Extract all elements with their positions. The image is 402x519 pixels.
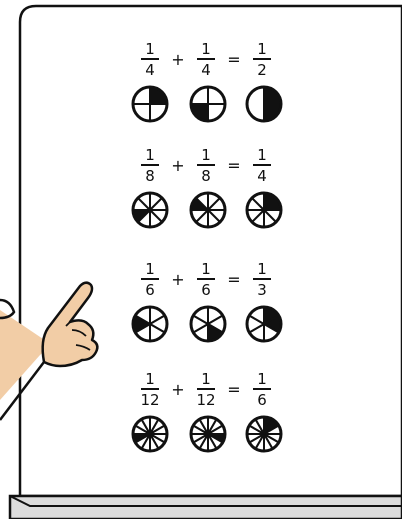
fraction-circle bbox=[247, 193, 281, 227]
fraction-numerator: 1 bbox=[257, 260, 267, 278]
equals-sign: = bbox=[227, 156, 240, 175]
fraction-circle bbox=[247, 307, 281, 341]
fraction-circle bbox=[191, 193, 225, 227]
fraction-circle bbox=[133, 87, 167, 121]
fraction-denominator: 8 bbox=[201, 167, 211, 185]
fraction-circle bbox=[191, 417, 225, 451]
fraction-numerator: 1 bbox=[201, 370, 211, 388]
plus-sign: + bbox=[171, 270, 184, 289]
plus-sign: + bbox=[171, 156, 184, 175]
fraction-circle bbox=[191, 87, 225, 121]
fraction-denominator: 4 bbox=[257, 167, 267, 185]
fraction-denominator: 12 bbox=[196, 391, 215, 409]
fraction-denominator: 6 bbox=[201, 281, 211, 299]
fraction-circle bbox=[133, 417, 167, 451]
fraction-denominator: 3 bbox=[257, 281, 267, 299]
fraction-numerator: 1 bbox=[257, 146, 267, 164]
fraction-numerator: 1 bbox=[201, 146, 211, 164]
fraction-numerator: 1 bbox=[145, 370, 155, 388]
fraction-numerator: 1 bbox=[201, 40, 211, 58]
fraction-denominator: 4 bbox=[201, 61, 211, 79]
fraction-numerator: 1 bbox=[145, 40, 155, 58]
fraction-numerator: 1 bbox=[201, 260, 211, 278]
fraction-circle bbox=[247, 417, 281, 451]
equals-sign: = bbox=[227, 380, 240, 399]
fraction-circle bbox=[133, 193, 167, 227]
fraction-numerator: 1 bbox=[257, 370, 267, 388]
fraction-denominator: 6 bbox=[257, 391, 267, 409]
equals-sign: = bbox=[227, 50, 240, 69]
fraction-numerator: 1 bbox=[257, 40, 267, 58]
fraction-circle bbox=[247, 87, 281, 121]
fraction-numerator: 1 bbox=[145, 260, 155, 278]
plus-sign: + bbox=[171, 50, 184, 69]
plus-sign: + bbox=[171, 380, 184, 399]
fraction-circle bbox=[133, 307, 167, 341]
fraction-numerator: 1 bbox=[145, 146, 155, 164]
fraction-denominator: 12 bbox=[140, 391, 159, 409]
fraction-denominator: 6 bbox=[145, 281, 155, 299]
board-tray bbox=[10, 496, 402, 519]
fraction-denominator: 2 bbox=[257, 61, 267, 79]
fraction-denominator: 4 bbox=[145, 61, 155, 79]
fraction-circle bbox=[191, 307, 225, 341]
equals-sign: = bbox=[227, 270, 240, 289]
fraction-denominator: 8 bbox=[145, 167, 155, 185]
